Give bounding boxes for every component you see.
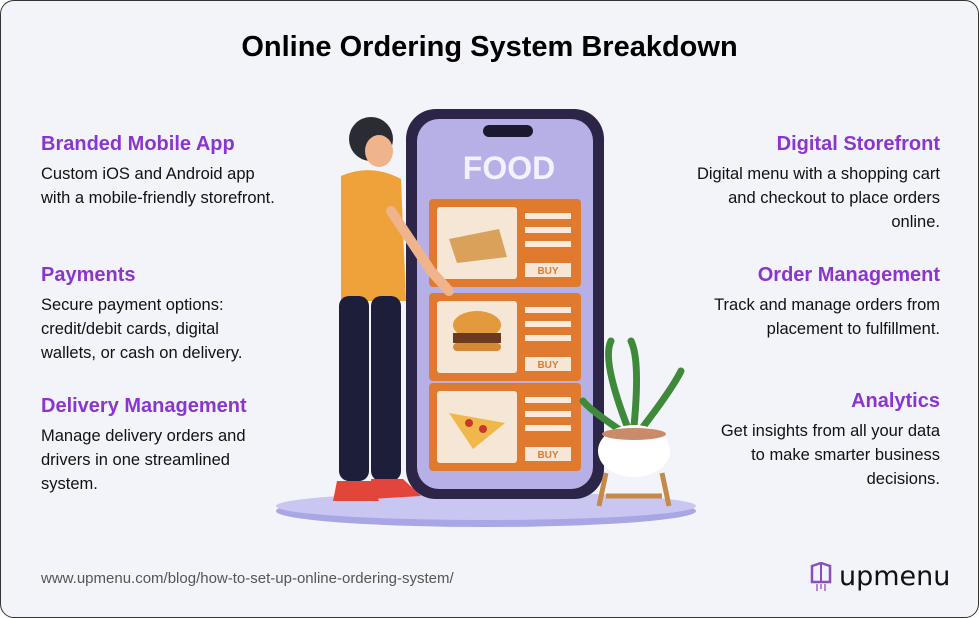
feature-analytics: Analytics Get insights from all your dat… <box>680 390 940 491</box>
feature-branded-mobile-app: Branded Mobile App Custom iOS and Androi… <box>41 133 311 210</box>
menu-card: BUY <box>429 199 581 287</box>
feature-title: Branded Mobile App <box>41 133 235 155</box>
svg-text:BUY: BUY <box>537 450 558 461</box>
brand-name: upmenu <box>839 561 951 592</box>
feature-delivery-management: Delivery Management Manage delivery orde… <box>41 395 311 496</box>
food-heading: FOOD <box>463 150 555 186</box>
svg-text:BUY: BUY <box>537 266 558 277</box>
buy-button[interactable] <box>525 263 571 277</box>
feature-desc: Digital menu with a shopping cart and ch… <box>696 165 940 231</box>
buy-button[interactable] <box>525 447 571 461</box>
feature-desc: Manage delivery orders and drivers in on… <box>41 427 246 493</box>
feature-payments: Payments Secure payment options: credit/… <box>41 264 311 365</box>
svg-text:BUY: BUY <box>537 360 558 371</box>
feature-title: Analytics <box>851 390 940 412</box>
upmenu-logo-icon <box>810 561 832 591</box>
phone-ordering-illustration: FOOD BUY BUY BUY <box>276 109 696 527</box>
upmenu-logo: upmenu <box>809 561 950 592</box>
feature-order-management: Order Management Track and manage orders… <box>670 264 940 341</box>
feature-desc: Secure payment options: credit/debit car… <box>41 296 243 362</box>
menu-card: BUY <box>429 293 581 381</box>
burger-icon <box>453 311 501 339</box>
feature-title: Delivery Management <box>41 395 247 417</box>
page-title: Online Ordering System Breakdown <box>241 31 738 63</box>
feature-desc: Custom iOS and Android app with a mobile… <box>41 165 275 207</box>
potted-plant <box>579 337 685 507</box>
feature-digital-storefront: Digital Storefront Digital menu with a s… <box>680 133 940 234</box>
source-url: www.upmenu.com/blog/how-to-set-up-online… <box>41 570 454 587</box>
feature-title: Order Management <box>757 264 940 286</box>
pizza-icon <box>449 413 505 449</box>
feature-title: Payments <box>41 264 136 286</box>
feature-desc: Get insights from all your data to make … <box>720 422 940 488</box>
menu-card: BUY <box>429 383 581 471</box>
person-figure <box>333 117 454 501</box>
feature-desc: Track and manage orders from placement t… <box>714 296 940 338</box>
feature-title: Digital Storefront <box>776 133 940 155</box>
sandwich-icon <box>449 229 507 263</box>
buy-button[interactable] <box>525 357 571 371</box>
